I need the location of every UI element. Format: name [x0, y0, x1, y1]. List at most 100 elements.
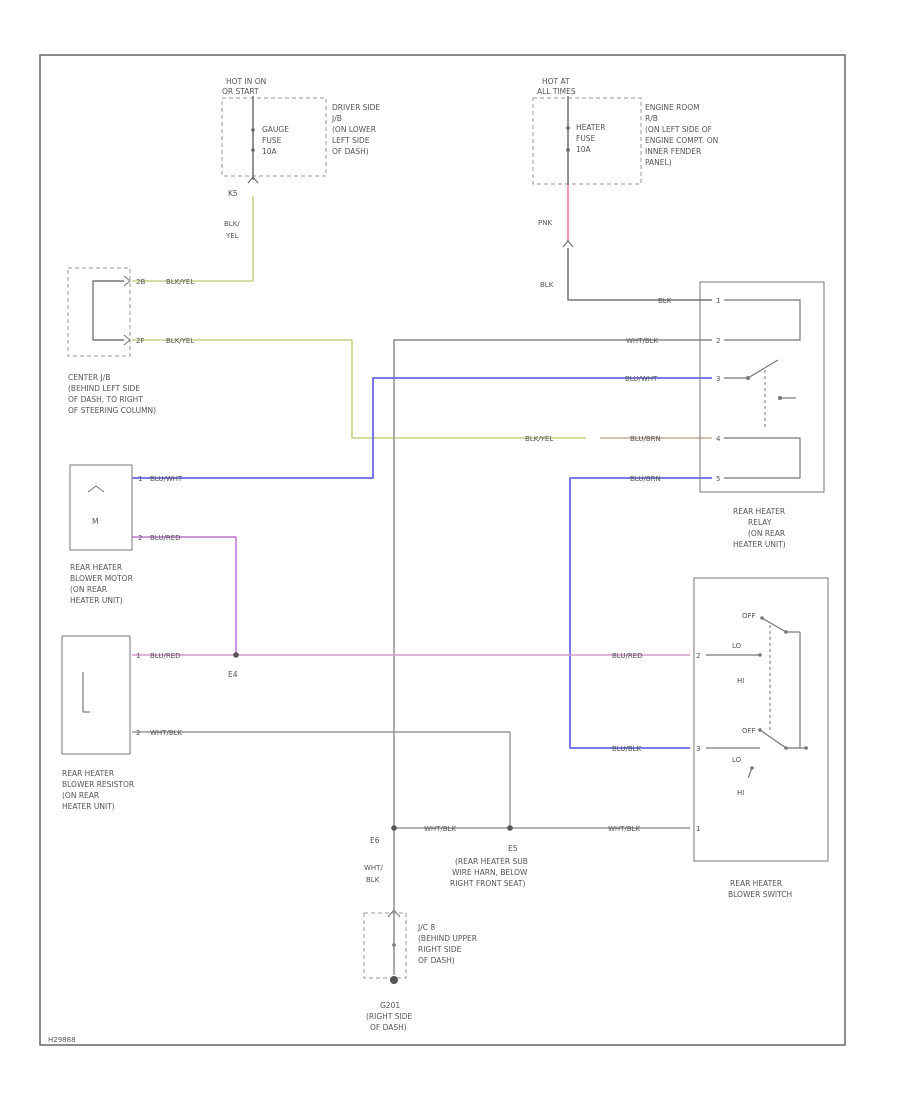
- resistor-caption-1: REAR HEATER: [62, 769, 114, 778]
- ground-loc-2: OF DASH): [370, 1023, 407, 1032]
- ground-g201-dot: [390, 976, 398, 984]
- wire-whtblk-resistor: [132, 731, 511, 828]
- heater-fuse-rating: 10A: [576, 145, 592, 154]
- switch-bottom-off: OFF: [742, 727, 756, 735]
- heater-fuse-dot-top: [566, 126, 570, 130]
- jc8-line-4: OF DASH): [418, 956, 455, 965]
- wire-bluwht: [132, 377, 712, 479]
- center-jb-caption-4: OF STEERING COLUMN): [68, 406, 156, 415]
- wires: [132, 196, 712, 975]
- driver-jb-loc-2: J/B: [331, 114, 342, 123]
- ground-wire-color-1: WHT/: [364, 864, 383, 872]
- wire-label-relay-2: WHT/BLK: [626, 337, 659, 345]
- switch-caption-1: REAR HEATER: [730, 879, 782, 888]
- heater-fuse-group: HOT AT ALL TIMES HEATER FUSE 10A ENGINE …: [532, 77, 718, 289]
- gauge-fuse-dot-top: [251, 128, 255, 132]
- gauge-fuse-word: FUSE: [262, 136, 282, 145]
- gauge-wire-color-1: BLK/: [224, 220, 240, 228]
- relay-pin-2: 2: [716, 337, 720, 345]
- wire-label-switch-2: BLU/RED: [612, 652, 643, 660]
- wire-blubrn-switch: [569, 477, 712, 749]
- ground-loc-1: (RIGHT SIDE: [366, 1012, 413, 1021]
- switch-box: [693, 577, 829, 862]
- relay-caption-2: RELAY: [748, 518, 772, 527]
- resistor-caption-4: HEATER UNIT): [62, 802, 115, 811]
- engine-rb-loc-4: ENGINE COMPT. ON: [645, 136, 718, 145]
- connector-k5: K5: [228, 189, 238, 198]
- gauge-wire-color-2: YEL: [225, 232, 239, 240]
- relay-caption-4: HEATER UNIT): [733, 540, 786, 549]
- gauge-fuse-dot-bottom: [251, 148, 255, 152]
- switch-bottom-hi: HI: [737, 789, 744, 797]
- gauge-hot-line2: OR START: [222, 87, 259, 96]
- jc8-line-2: (BEHIND UPPER: [418, 934, 477, 943]
- switch-pin-3: 3: [696, 745, 700, 753]
- relay-pin-5: 5: [716, 475, 720, 483]
- wire-blkyel-gauge: [132, 196, 254, 282]
- wire-label-relay-4: BLU/BRN: [630, 435, 661, 443]
- engine-rb-box: [532, 97, 642, 185]
- wire-label-motor-1: BLU/WHT: [150, 475, 183, 483]
- center-jb: 2B 2F CENTER J/B (BEHIND LEFT SIDE OF DA…: [67, 267, 156, 415]
- engine-rb-loc-2: R/B: [645, 114, 658, 123]
- wire-whtblk-relay-2: [393, 339, 712, 975]
- wire-blk-relay-1: [567, 248, 712, 301]
- relay-pin-3: 3: [716, 375, 720, 383]
- splice-e6-dot: [391, 825, 397, 831]
- heater-connector-symbol: [562, 240, 574, 248]
- switch-bottom-lo: LO: [732, 756, 742, 764]
- switch-pin-1: 1: [696, 825, 700, 833]
- splices: E4 E6 E5 (REAR HEATER SUB WIRE HARN, BEL…: [228, 652, 528, 888]
- engine-rb-loc-3: (ON LEFT SIDE OF: [645, 125, 712, 134]
- motor-caption-1: REAR HEATER: [70, 563, 122, 572]
- relay-pin-1: 1: [716, 297, 720, 305]
- center-jb-internal: [92, 280, 124, 341]
- jc8-line-3: RIGHT SIDE: [418, 945, 462, 954]
- splice-e4-dot: [233, 652, 239, 658]
- switch-pin-2: 2: [696, 652, 700, 660]
- resistor-caption-2: BLOWER RESISTOR: [62, 780, 134, 789]
- center-jb-caption-2: (BEHIND LEFT SIDE: [68, 384, 140, 393]
- center-jb-box: [67, 267, 131, 357]
- motor-pin-1: 1: [138, 475, 142, 483]
- wire-label-switch-3: BLU/BLK: [612, 745, 642, 753]
- engine-rb-loc-1: ENGINE ROOM: [645, 103, 700, 112]
- splice-e5: E5: [508, 844, 518, 853]
- heater-fuse-word: FUSE: [576, 134, 596, 143]
- engine-rb-loc-5: INNER FENDER: [645, 147, 701, 156]
- driver-jb-loc-3: (ON LOWER: [332, 125, 376, 134]
- heater-hot-line2: ALL TIMES: [537, 87, 576, 96]
- switch-caption-2: BLOWER SWITCH: [728, 890, 792, 899]
- wire-blkyel-relay: [132, 339, 586, 439]
- wire-label-resistor-1: BLU/RED: [150, 652, 181, 660]
- splice-e6: E6: [370, 836, 380, 845]
- wire-blured-motor: [132, 536, 237, 655]
- blower-resistor: 1 2 REAR HEATER BLOWER RESISTOR (ON REAR…: [61, 635, 140, 811]
- center-jb-caption-3: OF DASH, TO RIGHT: [68, 395, 143, 404]
- motor-caption-4: HEATER UNIT): [70, 596, 123, 605]
- wire-label-e6-e5: WHT/BLK: [424, 825, 457, 833]
- wire-labels: BLK/YEL BLK/YEL BLK WHT/BLK BLU/WHT BLK/…: [150, 278, 672, 833]
- relay-caption-1: REAR HEATER: [733, 507, 785, 516]
- ground-name: G201: [380, 1001, 400, 1010]
- e5-caption-1: (REAR HEATER SUB: [455, 857, 528, 866]
- resistor-pin-2: 2: [136, 729, 140, 737]
- wire-label-jb-2b: BLK/YEL: [166, 278, 194, 286]
- driver-jb-box: [221, 97, 327, 177]
- driver-jb-loc-5: OF DASH): [332, 147, 369, 156]
- ground-wire-color-2: BLK: [366, 876, 380, 884]
- heater-fuse-name: HEATER: [576, 123, 605, 132]
- heater-fuse-dot-bottom: [566, 148, 570, 152]
- engine-rb-loc-6: PANEL): [645, 158, 672, 167]
- jc8-line-1: J/C 8: [417, 923, 435, 932]
- motor-symbol: M: [92, 517, 98, 526]
- switch-top-lo: LO: [732, 642, 742, 650]
- relay-caption-3: (ON REAR: [748, 529, 785, 538]
- wire-label-jb-2f: BLK/YEL: [166, 337, 194, 345]
- resistor-caption-3: (ON REAR: [62, 791, 99, 800]
- blower-motor: M 1 2 REAR HEATER BLOWER MOTOR (ON REAR …: [69, 464, 142, 605]
- motor-pin-2: 2: [138, 534, 142, 542]
- rear-heater-relay: 1 2 3 4 5 REAR HEATER RELAY (ON REAR HEA…: [699, 281, 825, 549]
- wire-label-relay-3: BLU/WHT: [625, 375, 658, 383]
